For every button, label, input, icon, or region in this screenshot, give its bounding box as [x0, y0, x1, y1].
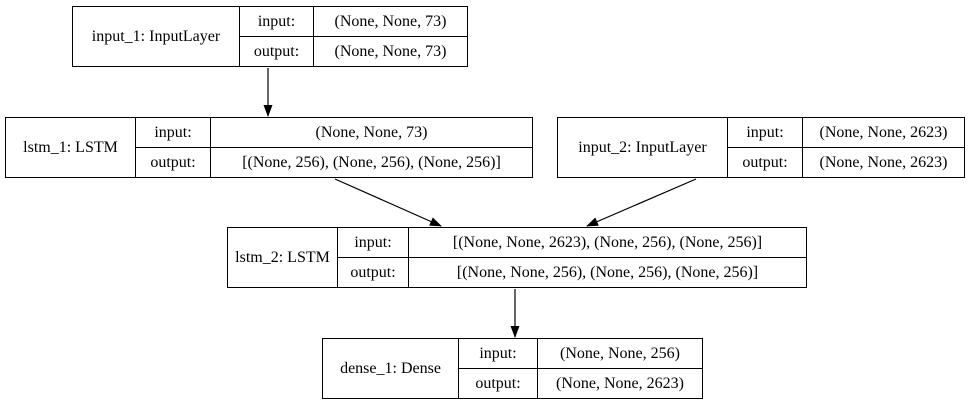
input-row: input: [(None, None, 2623), (None, 256),… — [338, 228, 806, 257]
layer-title: dense_1: Dense — [323, 339, 459, 398]
layer-title: input_2: InputLayer — [558, 118, 728, 177]
layer-io-table: input: [(None, None, 2623), (None, 256),… — [338, 228, 806, 287]
output-label: output: — [136, 148, 211, 177]
layer-io-table: input: (None, None, 73) output: (None, N… — [240, 7, 467, 66]
layer-node-dense_1: dense_1: Dense input: (None, None, 256) … — [322, 338, 703, 399]
input-label: input: — [728, 118, 803, 147]
layer-node-input_2: input_2: InputLayer input: (None, None, … — [557, 117, 965, 178]
edge-input_2-to-lstm_2 — [586, 178, 697, 227]
input-label: input: — [136, 118, 211, 147]
output-row: output: [(None, None, 256), (None, 256),… — [338, 257, 806, 287]
layer-io-table: input: (None, None, 73) output: [(None, … — [136, 118, 532, 177]
input-row: input: (None, None, 2623) — [728, 118, 964, 147]
output-row: output: (None, None, 2623) — [459, 368, 702, 398]
output-label: output: — [728, 148, 803, 177]
edge-lstm_1-to-lstm_2 — [334, 178, 442, 227]
layer-title: lstm_1: LSTM — [6, 118, 136, 177]
input-label: input: — [459, 339, 538, 368]
layer-node-lstm_2: lstm_2: LSTM input: [(None, None, 2623),… — [227, 227, 807, 288]
layer-title: lstm_2: LSTM — [228, 228, 338, 287]
input-shape: (None, None, 256) — [560, 344, 680, 362]
input-shape: (None, None, 73) — [334, 12, 447, 30]
layer-io-table: input: (None, None, 2623) output: (None,… — [728, 118, 964, 177]
output-shape: (None, None, 2623) — [556, 374, 684, 392]
output-shape: [(None, 256), (None, 256), (None, 256)] — [242, 153, 501, 171]
input-shape: [(None, None, 2623), (None, 256), (None,… — [452, 233, 763, 251]
output-label: output: — [459, 369, 538, 398]
output-shape: (None, None, 73) — [334, 42, 447, 60]
input-label: input: — [240, 7, 314, 36]
output-shape: (None, None, 2623) — [819, 153, 948, 171]
input-shape: (None, None, 2623) — [819, 123, 948, 141]
output-shape: [(None, None, 256), (None, 256), (None, … — [456, 263, 759, 281]
output-row: output: (None, None, 73) — [240, 36, 467, 66]
layer-node-lstm_1: lstm_1: LSTM input: (None, None, 73) out… — [5, 117, 533, 178]
layer-node-input_1: input_1: InputLayer input: (None, None, … — [72, 6, 468, 67]
input-row: input: (None, None, 256) — [459, 339, 702, 368]
input-row: input: (None, None, 73) — [136, 118, 532, 147]
input-row: input: (None, None, 73) — [240, 7, 467, 36]
output-row: output: [(None, 256), (None, 256), (None… — [136, 147, 532, 177]
input-label: input: — [338, 228, 409, 257]
input-shape: (None, None, 73) — [315, 123, 428, 141]
output-row: output: (None, None, 2623) — [728, 147, 964, 177]
layer-io-table: input: (None, None, 256) output: (None, … — [459, 339, 702, 398]
output-label: output: — [240, 37, 314, 66]
layer-title: input_1: InputLayer — [73, 7, 240, 66]
output-label: output: — [338, 258, 409, 287]
